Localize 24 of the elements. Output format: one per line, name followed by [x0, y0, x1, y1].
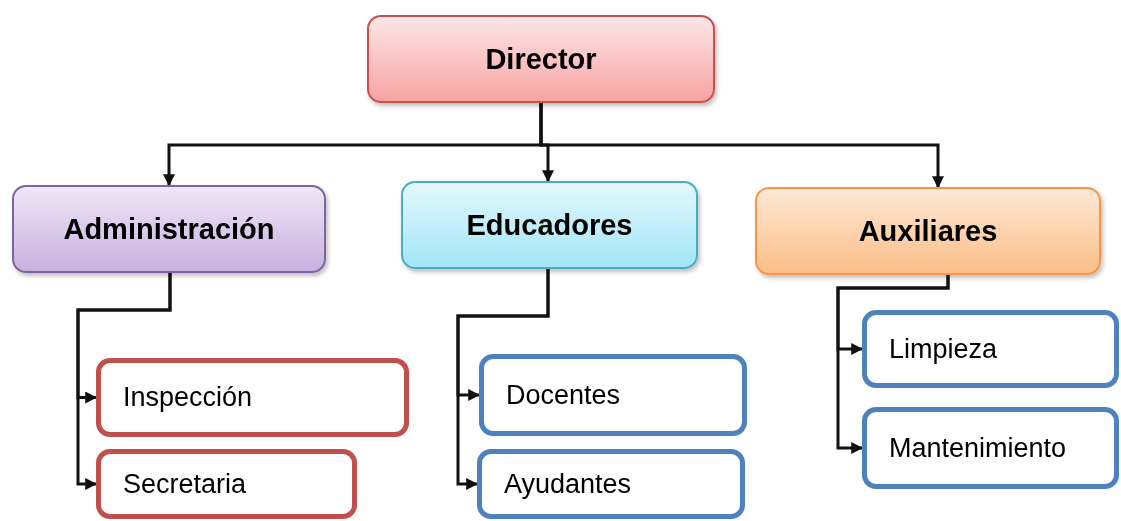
- node-label: Docentes: [506, 379, 621, 411]
- connector-arrow: [76, 273, 172, 490]
- node-label: Secretaria: [123, 468, 247, 500]
- department-box: [401, 181, 698, 269]
- department-box: [755, 187, 1101, 275]
- node-label: Director: [485, 42, 597, 76]
- node-label: Administración: [63, 212, 275, 246]
- unit-box: [96, 449, 357, 519]
- connector-arrow: [456, 269, 550, 490]
- node-label: Inspección: [123, 382, 253, 413]
- unit-box: [479, 354, 747, 436]
- node-label: Ayudantes: [504, 468, 632, 500]
- connector-arrow: [539, 103, 944, 189]
- node-label: Educadores: [466, 208, 633, 242]
- node-label: Mantenimiento: [889, 432, 1067, 464]
- node-label: Limpieza: [889, 333, 998, 365]
- connector-arrow: [836, 275, 950, 454]
- unit-box: [477, 449, 745, 519]
- unit-box: [862, 310, 1119, 388]
- node-label: Auxiliares: [858, 214, 998, 248]
- department-box: [367, 15, 715, 103]
- unit-box: [862, 407, 1119, 489]
- unit-box: [96, 358, 409, 437]
- department-box: [12, 185, 326, 273]
